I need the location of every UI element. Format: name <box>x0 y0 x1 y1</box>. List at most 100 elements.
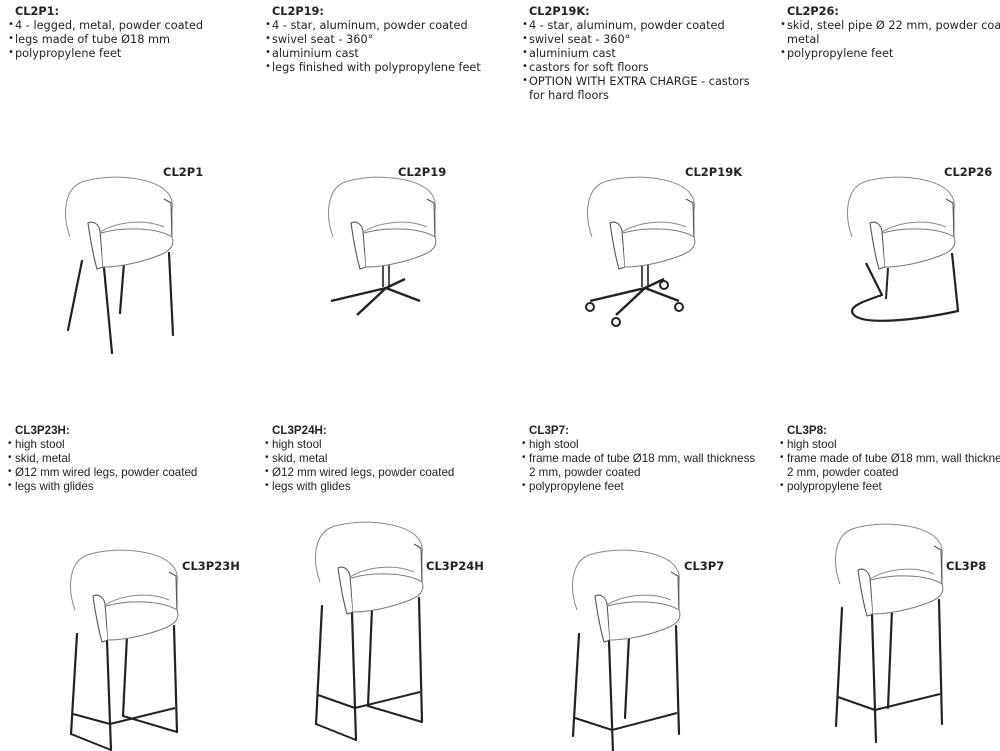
feature-list: skid, steel pipe Ø 22 mm, powder coated … <box>780 18 1000 61</box>
spec-title: CL2P19K: <box>529 5 590 18</box>
spec-block-cl3p7: CL3P7:high stoolframe made of tube Ø18 m… <box>522 424 762 494</box>
feature-list: high stoolframe made of tube Ø18 mm, wal… <box>780 437 1000 494</box>
spec-title: CL3P23H: <box>15 424 70 437</box>
leg <box>937 598 944 726</box>
feature-list: 4 - star, aluminum, powder coatedswivel … <box>522 18 762 103</box>
feature-item: legs finished with polypropylene feet <box>265 60 505 75</box>
feature-item: aluminium cast <box>265 46 505 61</box>
feature-list: high stoolskid, metalØ12 mm wired legs, … <box>265 437 505 494</box>
star-base <box>589 277 680 316</box>
feature-list: high stoolskid, metalØ12 mm wired legs, … <box>8 437 248 494</box>
chair-drawing-cl3p24h <box>314 521 424 742</box>
feature-item: frame made of tube Ø18 mm, wall thicknes… <box>522 451 762 480</box>
chair-label-cl3p23h: CL3P23H <box>182 559 240 573</box>
chair-label-cl3p8: CL3P8 <box>946 559 987 573</box>
footrest <box>317 691 421 709</box>
chair-label-cl2p26: CL2P26 <box>944 165 993 179</box>
castor-icon <box>611 317 621 327</box>
leg <box>172 624 179 734</box>
seat-back-line <box>606 594 672 606</box>
feature-list: 4 - star, aluminum, powder coatedswivel … <box>265 18 505 75</box>
seat-front <box>870 575 944 615</box>
shell-back <box>835 523 943 588</box>
feature-item: polypropylene feet <box>780 46 1000 61</box>
shell-back <box>572 549 680 614</box>
feature-item: high stool <box>780 437 1000 452</box>
skid-frame <box>851 252 960 322</box>
feature-item: Ø12 mm wired legs, powder coated <box>265 465 505 480</box>
leg <box>886 608 894 710</box>
column <box>382 263 390 287</box>
feature-item: skid, metal <box>265 451 505 466</box>
spec-title: CL3P7: <box>529 424 569 437</box>
skid-runner <box>70 715 178 751</box>
castor-icon <box>585 302 595 312</box>
feature-item: 4 - star, aluminum, powder coated <box>522 18 762 33</box>
castor-icon <box>659 280 669 290</box>
leg <box>607 639 615 751</box>
feature-item: high stool <box>8 437 248 452</box>
spec-block-cl2p19k: CL2P19K:4 - star, aluminum, powder coate… <box>522 5 762 103</box>
seat-front <box>105 601 179 641</box>
feature-item: skid, metal <box>8 451 248 466</box>
seat-back-line <box>99 221 165 233</box>
feature-item: 4 - legged, metal, powder coated <box>8 18 248 33</box>
leg <box>314 604 324 726</box>
castor-icon <box>674 302 684 312</box>
feature-item: swivel seat - 360° <box>522 32 762 47</box>
shell-back <box>315 521 423 586</box>
spec-title: CL3P24H: <box>272 424 327 437</box>
shell-back <box>847 176 955 241</box>
leg <box>834 606 844 728</box>
leg <box>69 632 79 736</box>
feature-item: high stool <box>522 437 762 452</box>
shell-back <box>587 176 695 241</box>
feature-item: 4 - star, aluminum, powder coated <box>265 18 505 33</box>
footrest <box>837 693 941 711</box>
star-base <box>330 277 421 316</box>
column <box>641 263 649 287</box>
leg <box>66 259 84 332</box>
feature-item: polypropylene feet <box>8 46 248 61</box>
feature-item: castors for soft floors <box>522 60 762 75</box>
leg <box>623 634 631 720</box>
shell-back <box>328 176 436 241</box>
spec-block-cl2p1: CL2P1:4 - legged, metal, powder coatedle… <box>8 5 248 61</box>
seat-front <box>350 573 424 613</box>
chair-label-cl2p1: CL2P1 <box>163 165 204 179</box>
skid-frame <box>885 267 889 300</box>
chair-label-cl3p7: CL3P7 <box>684 559 725 573</box>
seat-back-line <box>104 594 170 606</box>
spec-title: CL3P8: <box>787 424 827 437</box>
spec-block-cl3p24h: CL3P24H:high stoolskid, metalØ12 mm wire… <box>265 424 505 494</box>
feature-item: swivel seat - 360° <box>265 32 505 47</box>
spec-title: CL2P1: <box>15 5 60 18</box>
leg <box>870 613 878 744</box>
feature-item: legs with glides <box>8 479 248 494</box>
seat-back-line <box>349 566 415 578</box>
feature-item: frame made of tube Ø18 mm, wall thicknes… <box>780 451 1000 480</box>
seat-back-line <box>362 221 428 233</box>
feature-item: legs with glides <box>265 479 505 494</box>
footrest <box>574 712 678 731</box>
feature-item: polypropylene feet <box>780 479 1000 494</box>
seat-back-line <box>881 221 947 233</box>
spec-block-cl2p19: CL2P19:4 - star, aluminum, powder coated… <box>265 5 505 75</box>
leg <box>102 266 114 355</box>
spec-block-cl2p26: CL2P26:skid, steel pipe Ø 22 mm, powder … <box>780 5 1000 61</box>
leg <box>105 639 113 751</box>
chair-label-cl2p19: CL2P19 <box>398 165 447 179</box>
spec-title: CL2P26: <box>787 5 839 18</box>
chair-label-cl2p19k: CL2P19K <box>685 165 743 179</box>
seat-front <box>882 228 956 268</box>
seat-front <box>363 228 437 268</box>
leg <box>366 606 374 708</box>
footrest <box>72 707 176 725</box>
feature-item: Ø12 mm wired legs, powder coated <box>8 465 248 480</box>
spec-block-cl3p8: CL3P8:high stoolframe made of tube Ø18 m… <box>780 424 1000 494</box>
chair-drawing-cl3p8 <box>834 523 944 744</box>
feature-item: skid, steel pipe Ø 22 mm, powder coated … <box>780 18 1000 47</box>
feature-list: 4 - legged, metal, powder coatedlegs mad… <box>8 18 248 61</box>
feature-item: OPTION WITH EXTRA CHARGE - castors for h… <box>522 74 762 103</box>
